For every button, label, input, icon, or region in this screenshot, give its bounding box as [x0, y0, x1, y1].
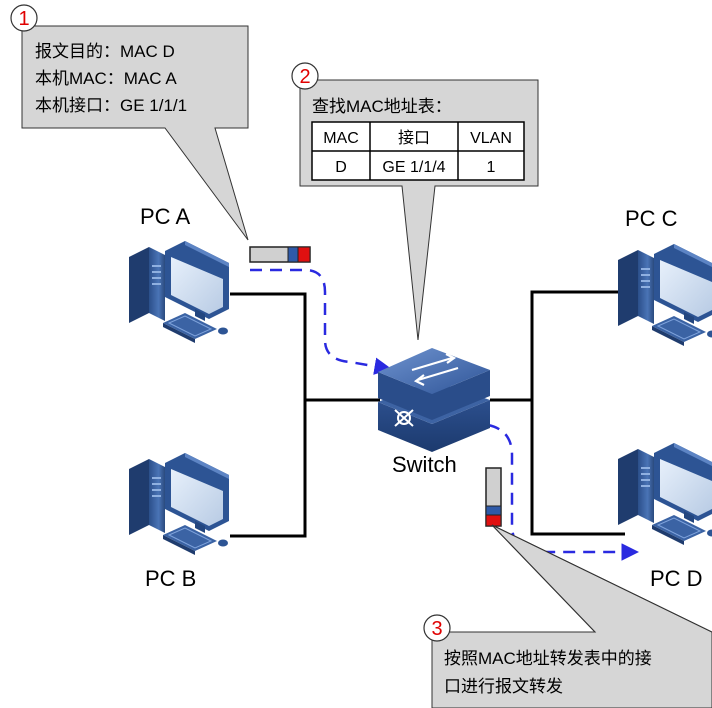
link-pc-a — [230, 292, 380, 402]
switch-icon — [378, 348, 490, 452]
link-pc-d — [530, 400, 625, 536]
pc-a-label: PC A — [140, 204, 190, 229]
callout-3-line-1: 按照MAC地址转发表中的接 — [444, 649, 652, 668]
computer-icon — [128, 452, 230, 556]
computer-icon — [617, 243, 712, 347]
pc-d: PC D — [617, 442, 712, 591]
table-header-vlan: VLAN — [470, 130, 512, 147]
pc-c-label: PC C — [625, 206, 678, 231]
callout-3-number: 3 — [431, 618, 442, 640]
pc-a: PC A — [128, 204, 230, 344]
pc-b: PC B — [128, 452, 230, 591]
callout-1-line-3: 本机接口：GE 1/1/1 — [35, 96, 187, 115]
mac-address-table: MAC 接口 VLAN D GE 1/1/4 1 — [311, 121, 525, 181]
callout-2-number: 2 — [299, 66, 310, 88]
link-pc-b — [230, 400, 307, 538]
computer-icon — [128, 240, 230, 344]
table-header-interface: 接口 — [398, 129, 430, 147]
callout-1-line-1: 报文目的：MAC D — [35, 42, 175, 61]
links — [230, 290, 625, 538]
pc-c: PC C — [617, 206, 712, 347]
table-header-mac: MAC — [323, 130, 359, 147]
flow-arrow-pc-a-to-switch — [250, 268, 392, 375]
step-number-badge — [423, 614, 451, 642]
callout-1-number: 1 — [18, 8, 29, 30]
packet-icon-vertical — [485, 467, 502, 527]
table-cell-vlan: 1 — [487, 159, 496, 176]
packet-icon-horizontal — [249, 246, 311, 263]
pc-d-label: PC D — [650, 566, 703, 591]
table-cell-mac: D — [335, 159, 347, 176]
switch-label: Switch — [392, 452, 457, 477]
callout-3-line-2: 口进行报文转发 — [444, 677, 563, 696]
callout-1-line-2: 本机MAC：MAC A — [35, 69, 177, 88]
switch: Switch — [378, 348, 490, 477]
table-cell-interface: GE 1/1/4 — [382, 159, 445, 176]
link-pc-c — [490, 290, 625, 402]
callout-2: 查找MAC地址表： MAC 接口 VLAN D GE 1/1/4 1 2 — [291, 62, 539, 341]
step-number-badge — [10, 4, 38, 32]
callout-3: 按照MAC地址转发表中的接 口进行报文转发 3 — [423, 524, 712, 708]
step-number-badge — [291, 62, 319, 90]
callout-2-title: 查找MAC地址表： — [312, 97, 452, 116]
pc-b-label: PC B — [145, 566, 196, 591]
callout-1: 报文目的：MAC D 本机MAC：MAC A 本机接口：GE 1/1/1 1 — [10, 4, 249, 241]
computer-icon — [617, 442, 712, 546]
